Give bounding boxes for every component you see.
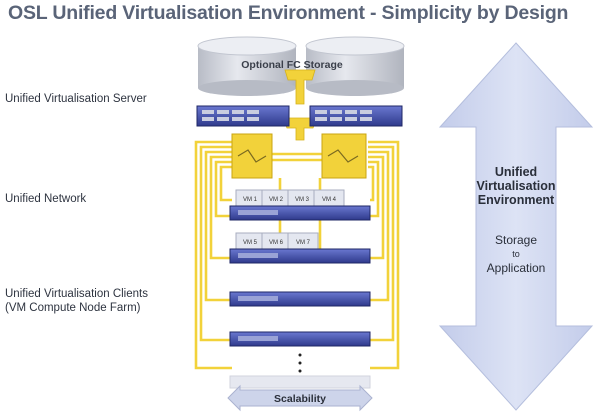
- scalability-arrow-shape: [227, 384, 373, 412]
- label-network: Unified Network: [5, 193, 87, 205]
- label-clients: Unified Virtualisation Clients (VM Compu…: [5, 287, 148, 315]
- label-clients-line1: Unified Virtualisation Clients: [5, 288, 148, 300]
- arrow-title-line3: Environment: [477, 193, 555, 207]
- storage-disk-left: [197, 36, 297, 96]
- arrow-title-line1: Unified: [494, 165, 538, 179]
- label-clients-line2: (VM Compute Node Farm): [5, 302, 141, 314]
- arrow-title-line2: Virtualisation: [476, 179, 556, 193]
- arrow-sub-line1: Storage: [494, 233, 538, 247]
- double-arrow-shape: [438, 42, 594, 411]
- page-title: OSL Unified Virtualisation Environment -…: [8, 2, 569, 24]
- more-nodes-dots: [298, 353, 302, 373]
- compute-node-faded: [229, 375, 371, 389]
- compute-node-1: [229, 205, 371, 221]
- vm-group-row1: VM 1 VM 2 VM 3 VM 4: [235, 189, 345, 207]
- vm-label: VM 7: [296, 240, 311, 246]
- label-server: Unified Virtualisation Server: [5, 93, 147, 105]
- storage-label: Optional FC Storage: [241, 59, 343, 71]
- compute-node-2: [229, 248, 371, 264]
- vm-group-row2: VM 5 VM 6 VM 7: [235, 232, 319, 250]
- vm-label: VM 6: [269, 240, 284, 246]
- vm-label: VM 4: [322, 197, 337, 203]
- compute-node-3: [229, 291, 371, 307]
- compute-node-4: [229, 331, 371, 347]
- vm-label: VM 5: [243, 240, 258, 246]
- storage-disk-right: [305, 36, 405, 96]
- scalability-label: Scalability: [274, 393, 326, 405]
- arrow-sub-line3: Application: [486, 261, 546, 275]
- vm-label: VM 2: [269, 197, 284, 203]
- network-switch-left: [231, 133, 273, 179]
- virtualisation-server-left: [196, 105, 290, 127]
- arrow-title: Unified Virtualisation Environment: [448, 165, 584, 207]
- network-switch-right: [321, 133, 367, 179]
- virtualisation-server-right: [309, 105, 403, 127]
- arrow-sub-line2: to: [512, 249, 520, 259]
- vm-label: VM 1: [243, 197, 258, 203]
- arrow-subtitle: Storage to Application: [448, 232, 584, 276]
- vm-label: VM 3: [295, 197, 310, 203]
